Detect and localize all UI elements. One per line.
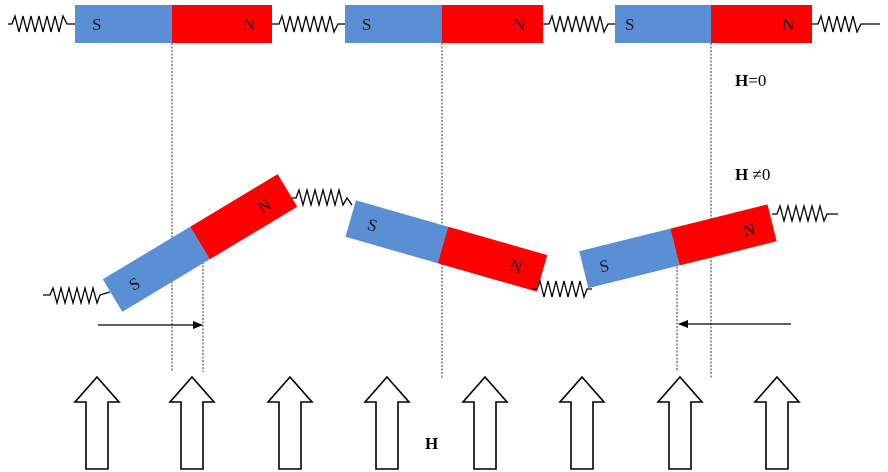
spring-bottom-right [772, 203, 838, 224]
magnet-top-1-south [75, 5, 172, 43]
magnet-top-2-south [345, 5, 442, 43]
spring-bottom-left [43, 285, 111, 306]
magnet-top-1-s-label: S [92, 15, 101, 34]
magnet-bottom-1-north [190, 174, 298, 260]
magnet-top-1: S N [75, 5, 272, 43]
zero-field-label: H=0 [735, 71, 766, 90]
magnet-bottom-3-n-label: N [741, 219, 758, 240]
magnet-bottom-3-south [579, 228, 680, 289]
magnet-top-1-n-label: N [243, 15, 255, 34]
spring-top-1-2 [272, 13, 345, 34]
magnet-top-2: S N [345, 5, 543, 43]
magnet-top-2-north [442, 5, 543, 43]
field-arrow-6 [558, 375, 606, 470]
magnet-top-2-s-label: S [362, 15, 371, 34]
field-arrows-group [73, 375, 801, 470]
magnet-top-1-north [172, 5, 272, 43]
zero-field-h-symbol: H [735, 71, 748, 90]
spring-bottom-2-3 [531, 278, 592, 300]
magnet-top-3-north [711, 5, 812, 43]
magnet-bottom-2: S N [345, 200, 548, 292]
bottom-row-chain: S N S N S N [43, 174, 838, 312]
magnet-top-3-s-label: S [625, 15, 634, 34]
nonzero-field-value: ≠0 [748, 165, 770, 184]
field-arrow-7 [656, 375, 704, 470]
top-row-chain: S N S N S N [8, 5, 880, 43]
field-arrow-4 [363, 375, 411, 470]
magnet-bottom-1: S N [102, 174, 298, 312]
magnet-bottom-3-s-label: S [597, 256, 611, 277]
magnet-top-3-n-label: N [782, 15, 794, 34]
magnet-top-3-south [615, 5, 711, 43]
magnet-bottom-3: S N [579, 204, 777, 289]
nonzero-field-label: H ≠0 [735, 165, 770, 184]
spring-bottom-1-2 [292, 187, 353, 208]
magnet-top-3: S N [615, 5, 812, 43]
nonzero-field-h-symbol: H [735, 165, 748, 184]
magnet-top-2-n-label: N [513, 15, 525, 34]
field-arrow-8 [753, 375, 801, 470]
field-arrow-1 [73, 375, 121, 470]
zero-field-value: =0 [748, 71, 766, 90]
field-arrow-3 [266, 375, 314, 470]
magnet-bottom-3-north [670, 204, 777, 266]
spring-top-right [812, 13, 880, 34]
field-arrow-2 [168, 375, 216, 470]
magnet-bottom-1-south [102, 226, 210, 312]
spring-top-left [8, 13, 75, 33]
magnet-bottom-2-n-label: N [508, 256, 525, 278]
field-label: H [425, 434, 438, 453]
magnet-bottom-2-south [345, 200, 449, 264]
spring-top-2-3 [543, 13, 615, 34]
magnet-bottom-2-north [437, 226, 548, 292]
field-arrow-5 [461, 375, 509, 470]
